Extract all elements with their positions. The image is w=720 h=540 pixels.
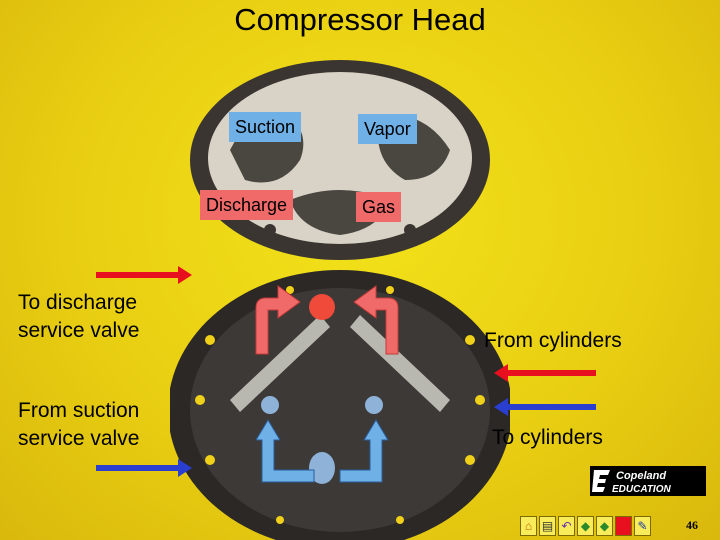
from-suction-arrow bbox=[96, 459, 192, 477]
previous-icon[interactable]: ◆ bbox=[577, 516, 594, 536]
gas-label: Gas bbox=[356, 192, 402, 222]
discharge-label: Discharge bbox=[200, 190, 294, 220]
copeland-e-icon bbox=[592, 470, 610, 492]
slide-title: Compressor Head bbox=[234, 2, 486, 37]
suction-flow-arrow-left bbox=[255, 419, 315, 483]
from-suction-label: From suction service valve bbox=[18, 399, 140, 450]
svg-text:Copeland: Copeland bbox=[616, 470, 666, 482]
suction-flow-arrow-right bbox=[339, 419, 389, 483]
discharge-flow-arrow-right bbox=[353, 285, 399, 355]
to-cylinders-label: To cylinders bbox=[492, 426, 603, 449]
next-icon[interactable]: ◆ bbox=[596, 516, 613, 536]
from-cylinders-arrow bbox=[494, 364, 596, 382]
exit-icon[interactable]: ✎ bbox=[634, 516, 651, 536]
vapor-label: Vapor bbox=[358, 114, 417, 144]
svg-text:EDUCATION: EDUCATION bbox=[612, 484, 671, 495]
from-cylinders-label: From cylinders bbox=[484, 329, 622, 352]
discharge-flow-arrow-left bbox=[255, 285, 301, 355]
to-discharge-label: To discharge service valve bbox=[18, 291, 140, 342]
slide-navigation: ⌂ ▤ ↶ ◆ ◆ ✎ bbox=[520, 516, 670, 538]
copeland-education-logo: Copeland EDUCATION bbox=[590, 466, 706, 496]
return-icon[interactable]: ↶ bbox=[558, 516, 575, 536]
to-cylinders-arrow bbox=[494, 398, 596, 416]
stop-icon[interactable] bbox=[615, 516, 632, 536]
suction-label: Suction bbox=[229, 112, 302, 142]
page-icon[interactable]: ▤ bbox=[539, 516, 556, 536]
to-discharge-arrow bbox=[96, 266, 192, 284]
home-icon[interactable]: ⌂ bbox=[520, 516, 537, 536]
page-number: 46 bbox=[686, 518, 698, 532]
